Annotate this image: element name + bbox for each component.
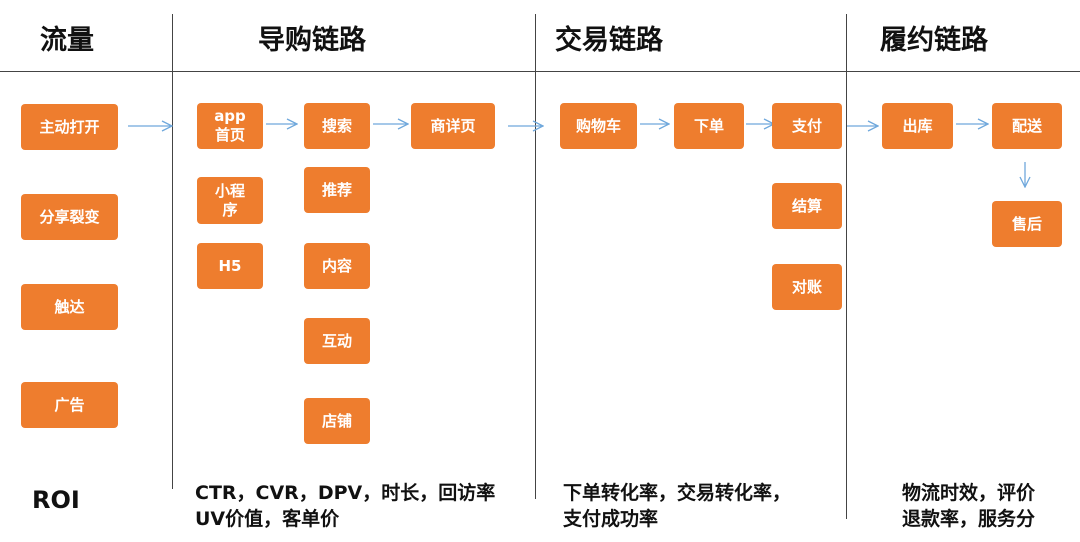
column-divider-1 bbox=[172, 14, 173, 489]
metric-fulfillment: 物流时效，评价 退款率，服务分 bbox=[902, 482, 1036, 530]
node-share-fission: 分享裂变 bbox=[21, 194, 118, 240]
header-divider bbox=[0, 71, 1080, 72]
column-divider-2 bbox=[535, 14, 536, 499]
node-mini-program: 小程 序 bbox=[197, 177, 263, 224]
metric-trade: 下单转化率，交易转化率， 支付成功率 bbox=[563, 482, 792, 530]
node-recommend: 推荐 bbox=[304, 167, 370, 213]
header-fulfillment-chain: 履约链路 bbox=[880, 25, 988, 56]
node-store: 店铺 bbox=[304, 398, 370, 444]
column-divider-3 bbox=[846, 14, 847, 519]
node-reconcile: 对账 bbox=[772, 264, 842, 310]
metric-shopping: CTR，CVR，DPV，时长，回访率 UV价值，客单价 bbox=[195, 482, 496, 530]
node-ads: 广告 bbox=[21, 382, 118, 428]
node-place-order: 下单 bbox=[674, 103, 744, 149]
node-content: 内容 bbox=[304, 243, 370, 289]
node-touch: 触达 bbox=[21, 284, 118, 330]
node-pay: 支付 bbox=[772, 103, 842, 149]
header-traffic: 流量 bbox=[40, 25, 94, 56]
node-h5: H5 bbox=[197, 243, 263, 289]
node-active-open: 主动打开 bbox=[21, 104, 118, 150]
header-shopping-chain: 导购链路 bbox=[258, 25, 366, 56]
node-search: 搜索 bbox=[304, 103, 370, 149]
node-settlement: 结算 bbox=[772, 183, 842, 229]
node-interaction: 互动 bbox=[304, 318, 370, 364]
node-product-detail: 商详页 bbox=[411, 103, 495, 149]
node-delivery: 配送 bbox=[992, 103, 1062, 149]
node-outbound: 出库 bbox=[882, 103, 953, 149]
node-after-sales: 售后 bbox=[992, 201, 1062, 247]
node-app-home: app 首页 bbox=[197, 103, 263, 149]
header-trade-chain: 交易链路 bbox=[555, 25, 663, 56]
node-cart: 购物车 bbox=[560, 103, 637, 149]
metric-traffic: ROI bbox=[32, 486, 80, 514]
